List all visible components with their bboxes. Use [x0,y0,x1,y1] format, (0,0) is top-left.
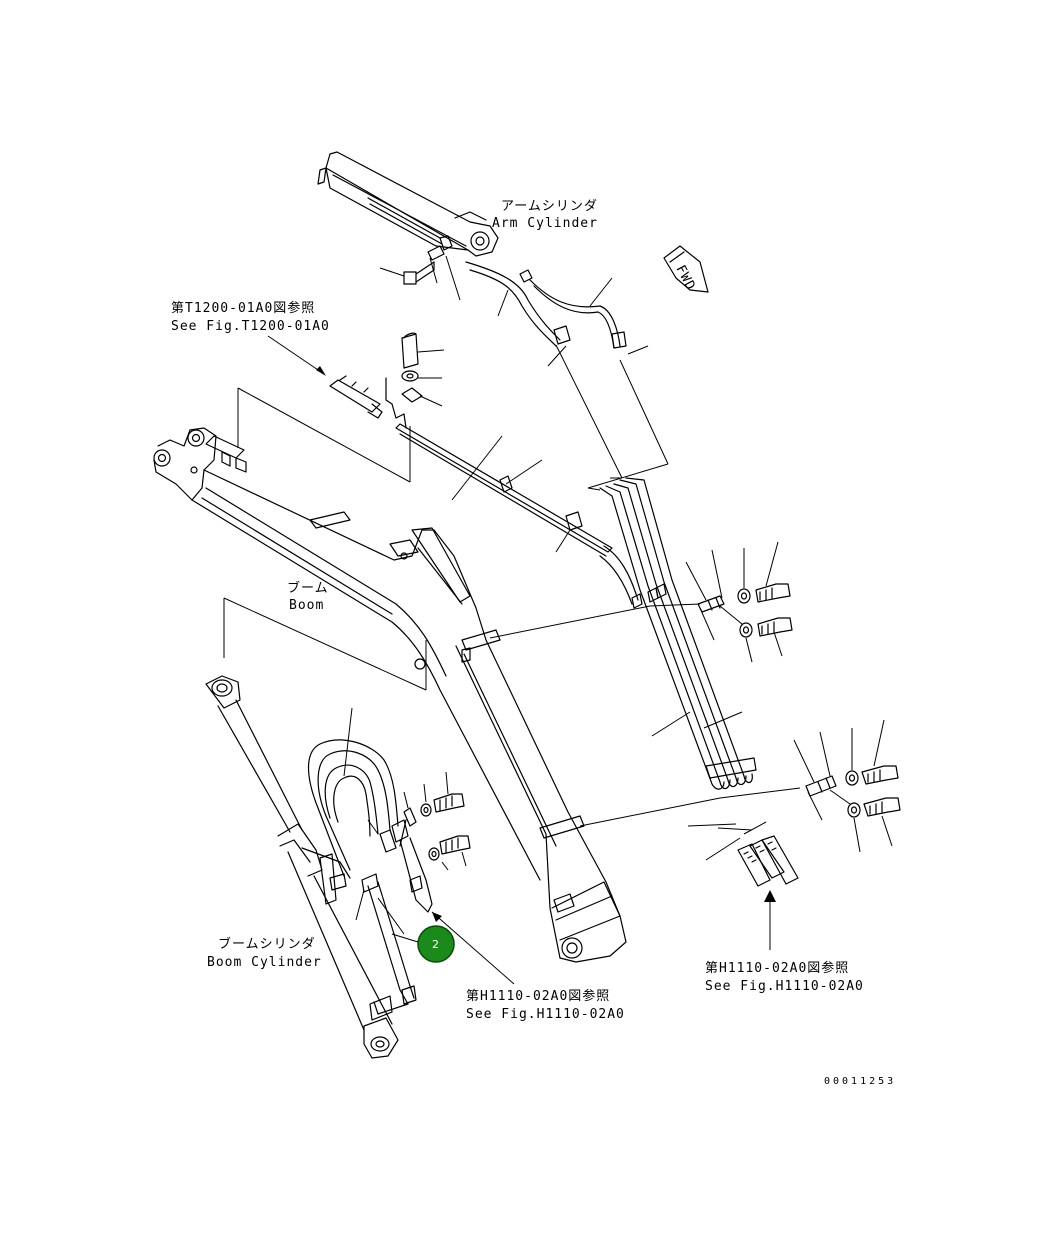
arm-cylinder-label-jp: アームシリンダ [501,199,598,214]
boom-cylinder-hoses [308,707,433,1015]
clamp-bolt-set-upper-right [685,541,793,663]
reference-h1110-right-en: See Fig.H1110-02A0 [705,979,864,994]
clamp-bolt-set-lower-right [793,719,901,853]
drawing-number: 00011253 [824,1076,896,1087]
boom-cylinder-label-jp: ブームシリンダ [218,936,316,952]
reference-h1110-left-en: See Fig.H1110-02A0 [466,1007,625,1022]
reference-t1200-jp: 第T1200-01A0図参照 [171,300,315,316]
boom-cylinder-reference-outline [223,597,427,691]
reference-lines-upper [547,344,669,491]
reference-h1110-right-jp: 第H1110-02A0図参照 [705,960,849,976]
boom-reference-lines [489,603,801,827]
fittings-boom-cylinder-hoses [399,771,471,871]
reference-h1110-left: 第H1110-02A0図参照 See Fig.H1110-02A0 [431,911,625,1022]
bolt-washer-clamp-upper [385,332,445,429]
reference-t1200-en: See Fig.T1200-01A0 [171,319,330,334]
boom-label-en: Boom [289,598,324,613]
arm-cylinder-label: アームシリンダ Arm Cylinder [492,199,598,231]
callout-2-number: 2 [432,938,439,951]
boom-label: ブーム Boom [287,580,329,613]
boom-cylinder-label: ブームシリンダ Boom Cylinder [207,936,322,970]
bolt-arm-cylinder [379,245,461,301]
callout-2[interactable]: 2 [391,925,455,963]
hose-ends-h1110 [687,821,799,950]
fwd-arrow: FWD [663,245,709,293]
arm-pipe-line [395,423,639,605]
boom [153,427,627,963]
boom-cylinder-label-en: Boom Cylinder [207,955,322,970]
reference-h1110-right: 第H1110-02A0図参照 See Fig.H1110-02A0 [705,960,864,994]
boom-label-jp: ブーム [287,580,329,596]
arm-cylinder-label-en: Arm Cylinder [492,216,598,231]
hose-fitting-small [329,375,383,419]
boom-hose-bundle [599,477,757,790]
reference-bracket-outline [237,387,411,483]
callout-2-circle[interactable] [417,925,455,963]
boom-cylinder [205,675,399,1059]
arm-cylinder [317,151,499,257]
reference-h1110-left-jp: 第H1110-02A0図参照 [466,988,610,1004]
reference-t1200: 第T1200-01A0図参照 See Fig.T1200-01A0 [171,300,330,376]
arm-hoses [465,261,627,349]
